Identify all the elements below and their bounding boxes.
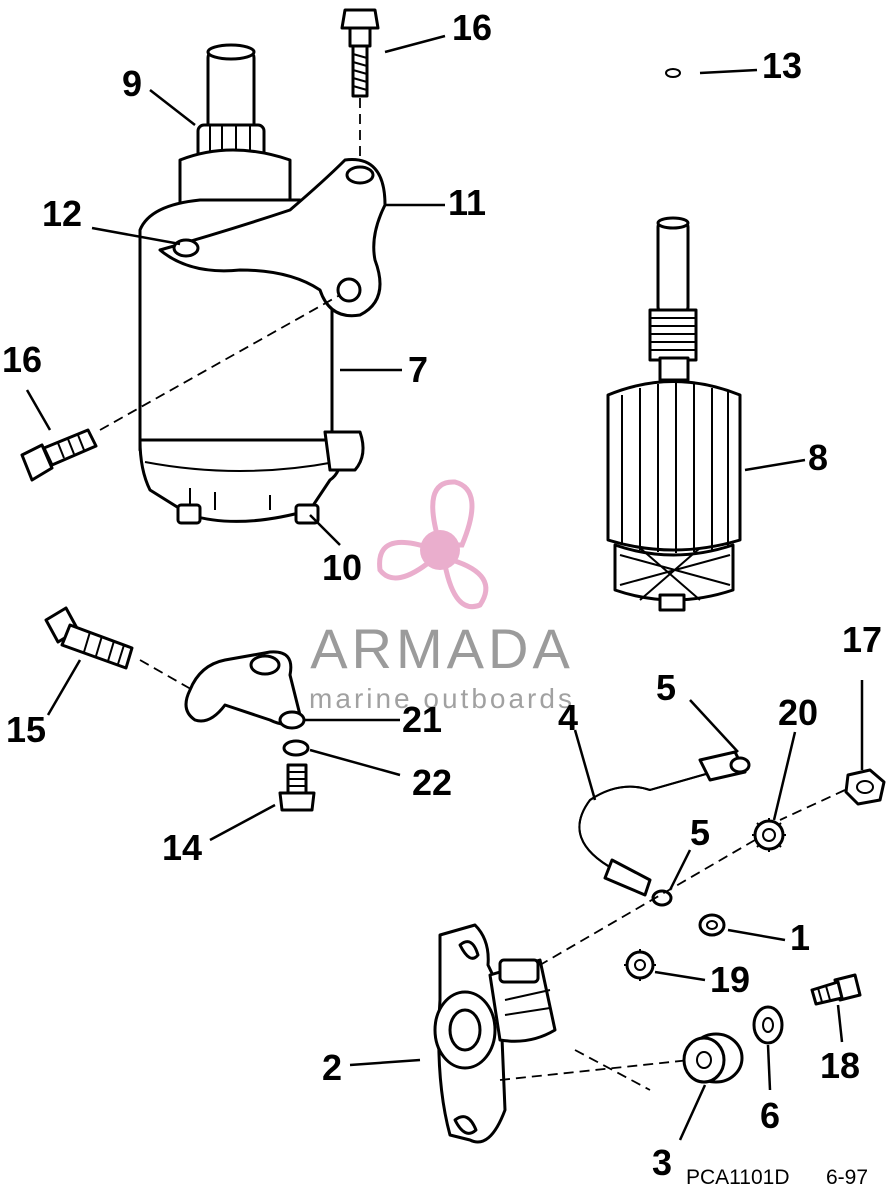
part-code: PCA1101D [686, 1166, 790, 1189]
callout-4: 4 [558, 697, 578, 738]
callout-3: 3 [652, 1142, 672, 1183]
callout-22: 22 [412, 762, 452, 803]
callout-17: 17 [842, 619, 882, 660]
callout-9: 9 [122, 63, 142, 104]
propeller-logo-icon [377, 479, 489, 609]
washer-22 [282, 739, 310, 757]
callout-12: 12 [42, 193, 82, 234]
callout-1: 1 [790, 917, 810, 958]
callout-6: 6 [760, 1095, 780, 1136]
solenoid-2 [433, 923, 557, 1144]
callout-7: 7 [408, 349, 428, 390]
bolt-15 [44, 606, 134, 670]
callout-15: 15 [6, 709, 46, 750]
bolt-16-side [20, 428, 98, 482]
screw-18 [810, 973, 862, 1006]
washer-6 [752, 1005, 784, 1045]
leader-lines [25, 34, 864, 1141]
lock-washer-20 [752, 818, 786, 852]
callout-16-top: 16 [452, 7, 492, 48]
bolt-16-top [340, 8, 380, 98]
armature [606, 216, 742, 612]
watermark-brand: ARMADA [310, 617, 574, 680]
bracket-21 [184, 650, 306, 730]
callout-13: 13 [762, 45, 802, 86]
callout-5-lower: 5 [690, 812, 710, 853]
callout-2: 2 [322, 1047, 342, 1088]
callout-18: 18 [820, 1045, 860, 1086]
callout-21: 21 [402, 699, 442, 740]
callout-8: 8 [808, 437, 828, 478]
lock-washer-19 [624, 949, 656, 981]
ring-13 [665, 68, 681, 78]
screw-14 [278, 763, 316, 812]
callout-16-side: 16 [2, 339, 42, 380]
starter-motor-housing [138, 43, 387, 525]
callout-20: 20 [778, 692, 818, 733]
nut-17 [844, 768, 886, 806]
callout-19: 19 [710, 959, 750, 1000]
grommet-3 [682, 1032, 744, 1084]
cable-4 [578, 750, 751, 907]
callout-10: 10 [322, 547, 362, 588]
watermark-tagline: marine outboards [309, 683, 575, 714]
callout-5-upper: 5 [656, 667, 676, 708]
date-code: 6-97 [826, 1166, 868, 1189]
callout-11: 11 [448, 182, 486, 223]
callout-14: 14 [162, 827, 202, 868]
washer-1 [698, 913, 726, 937]
